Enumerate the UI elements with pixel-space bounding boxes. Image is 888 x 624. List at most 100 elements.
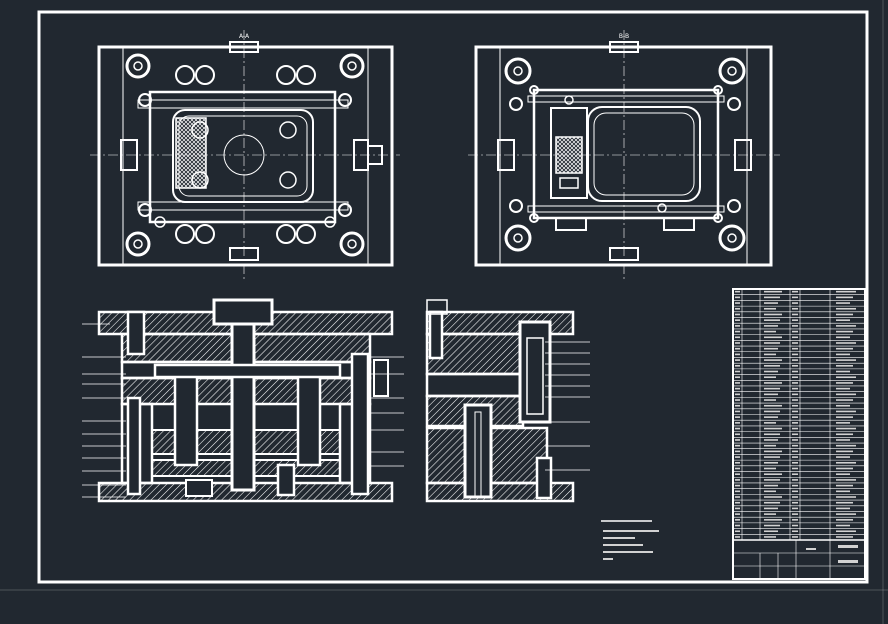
- parts-cell-mark: [764, 330, 776, 333]
- parts-cell-mark: [792, 404, 798, 407]
- parts-cell-mark: [735, 427, 740, 430]
- parts-cell-mark: [764, 353, 776, 356]
- parts-cell-mark: [735, 444, 740, 447]
- parts-cell-mark: [836, 461, 856, 464]
- parts-cell-mark: [764, 416, 778, 418]
- parts-cell-mark: [735, 296, 740, 299]
- parts-cell-mark: [792, 501, 798, 504]
- parts-cell-mark: [764, 347, 778, 350]
- parts-cell-mark: [764, 359, 782, 361]
- parts-cell-mark: [792, 393, 798, 396]
- parts-cell-mark: [792, 290, 798, 293]
- parts-cell-mark: [792, 490, 798, 493]
- parts-cell-mark: [836, 530, 856, 533]
- parts-cell-mark: [792, 347, 798, 350]
- parts-cell-mark: [764, 387, 780, 390]
- parts-cell-mark: [735, 376, 740, 379]
- parts-cell-mark: [792, 416, 798, 418]
- parts-cell-mark: [792, 479, 798, 481]
- parts-cell-mark: [735, 416, 740, 418]
- parts-cell-mark: [735, 336, 740, 339]
- parts-cell-mark: [735, 325, 740, 327]
- parts-cell-mark: [792, 513, 798, 515]
- parts-cell-mark: [735, 313, 740, 316]
- parts-cell-mark: [764, 427, 782, 430]
- parts-cell-mark: [735, 399, 740, 401]
- parts-cell-mark: [836, 370, 850, 373]
- parts-cell-mark: [836, 519, 853, 521]
- parts-cell-mark: [836, 302, 850, 304]
- parts-cell-mark: [735, 501, 740, 504]
- notes-line-mark: [603, 551, 653, 553]
- parts-cell-mark: [735, 530, 740, 533]
- parts-cell-mark: [735, 393, 740, 396]
- notes-line-mark: [603, 558, 613, 560]
- parts-cell-mark: [764, 473, 782, 475]
- parts-cell-mark: [792, 507, 798, 510]
- parts-cell-mark: [836, 376, 856, 379]
- parts-cell-mark: [836, 484, 853, 487]
- parts-cell-mark: [764, 399, 776, 401]
- notes-line-mark: [603, 530, 659, 532]
- parts-cell-mark: [735, 359, 740, 361]
- parts-cell-mark: [764, 519, 782, 521]
- parts-cell-mark: [792, 410, 798, 413]
- parts-cell-mark: [735, 513, 740, 515]
- parts-cell-mark: [735, 382, 740, 384]
- parts-cell-mark: [764, 393, 778, 396]
- parts-cell-mark: [764, 507, 778, 510]
- parts-cell-mark: [764, 325, 778, 327]
- parts-cell-mark: [735, 290, 740, 293]
- parts-cell-mark: [735, 353, 740, 356]
- parts-cell-mark: [836, 319, 850, 321]
- parts-cell-mark: [764, 439, 778, 441]
- parts-cell-mark: [764, 444, 776, 447]
- parts-cell-mark: [836, 365, 853, 367]
- parts-cell-mark: [792, 325, 798, 327]
- parts-cell-mark: [735, 473, 740, 475]
- parts-cell-mark: [836, 382, 853, 384]
- parts-cell-mark: [792, 422, 798, 424]
- parts-cell-mark: [764, 513, 776, 515]
- parts-cell-mark: [836, 456, 850, 458]
- parts-cell-mark: [836, 410, 856, 413]
- view-label-right: B-B: [619, 33, 629, 40]
- parts-cell-mark: [735, 496, 740, 498]
- parts-cell-mark: [735, 433, 740, 436]
- parts-cell-mark: [764, 336, 782, 339]
- parts-cell-mark: [836, 347, 853, 350]
- parts-cell-mark: [836, 450, 853, 453]
- parts-cell-mark: [792, 536, 798, 538]
- parts-cell-mark: [792, 336, 798, 339]
- parts-cell-mark: [764, 524, 780, 527]
- parts-cell-mark: [836, 399, 853, 401]
- parts-cell-mark: [735, 330, 740, 333]
- parts-cell-mark: [792, 473, 798, 475]
- parts-cell-mark: [836, 342, 856, 344]
- notes-line-mark: [603, 537, 635, 539]
- parts-cell-mark: [764, 376, 776, 379]
- parts-cell-mark: [735, 461, 740, 464]
- parts-cell-mark: [735, 410, 740, 413]
- outer-border: [37, 10, 869, 584]
- view-label-left: A-A: [239, 33, 250, 40]
- parts-cell-mark: [836, 444, 856, 447]
- parts-cell-mark: [792, 496, 798, 498]
- parts-cell-mark: [735, 507, 740, 510]
- parts-cell-mark: [792, 530, 798, 533]
- section-view-right: [425, 299, 575, 503]
- parts-cell-mark: [792, 519, 798, 521]
- parts-cell-mark: [764, 461, 778, 464]
- parts-cell-mark: [764, 422, 776, 424]
- parts-cell-mark: [735, 302, 740, 304]
- parts-cell-mark: [836, 524, 850, 527]
- parts-cell-mark: [836, 330, 853, 333]
- parts-cell-mark: [735, 524, 740, 527]
- parts-cell-mark: [764, 290, 782, 293]
- parts-cell-mark: [764, 467, 776, 470]
- parts-cell-mark: [735, 456, 740, 458]
- parts-cell-mark: [792, 387, 798, 390]
- parts-cell-mark: [764, 313, 782, 316]
- parts-cell-mark: [792, 467, 798, 470]
- plan-view-right: [468, 30, 780, 280]
